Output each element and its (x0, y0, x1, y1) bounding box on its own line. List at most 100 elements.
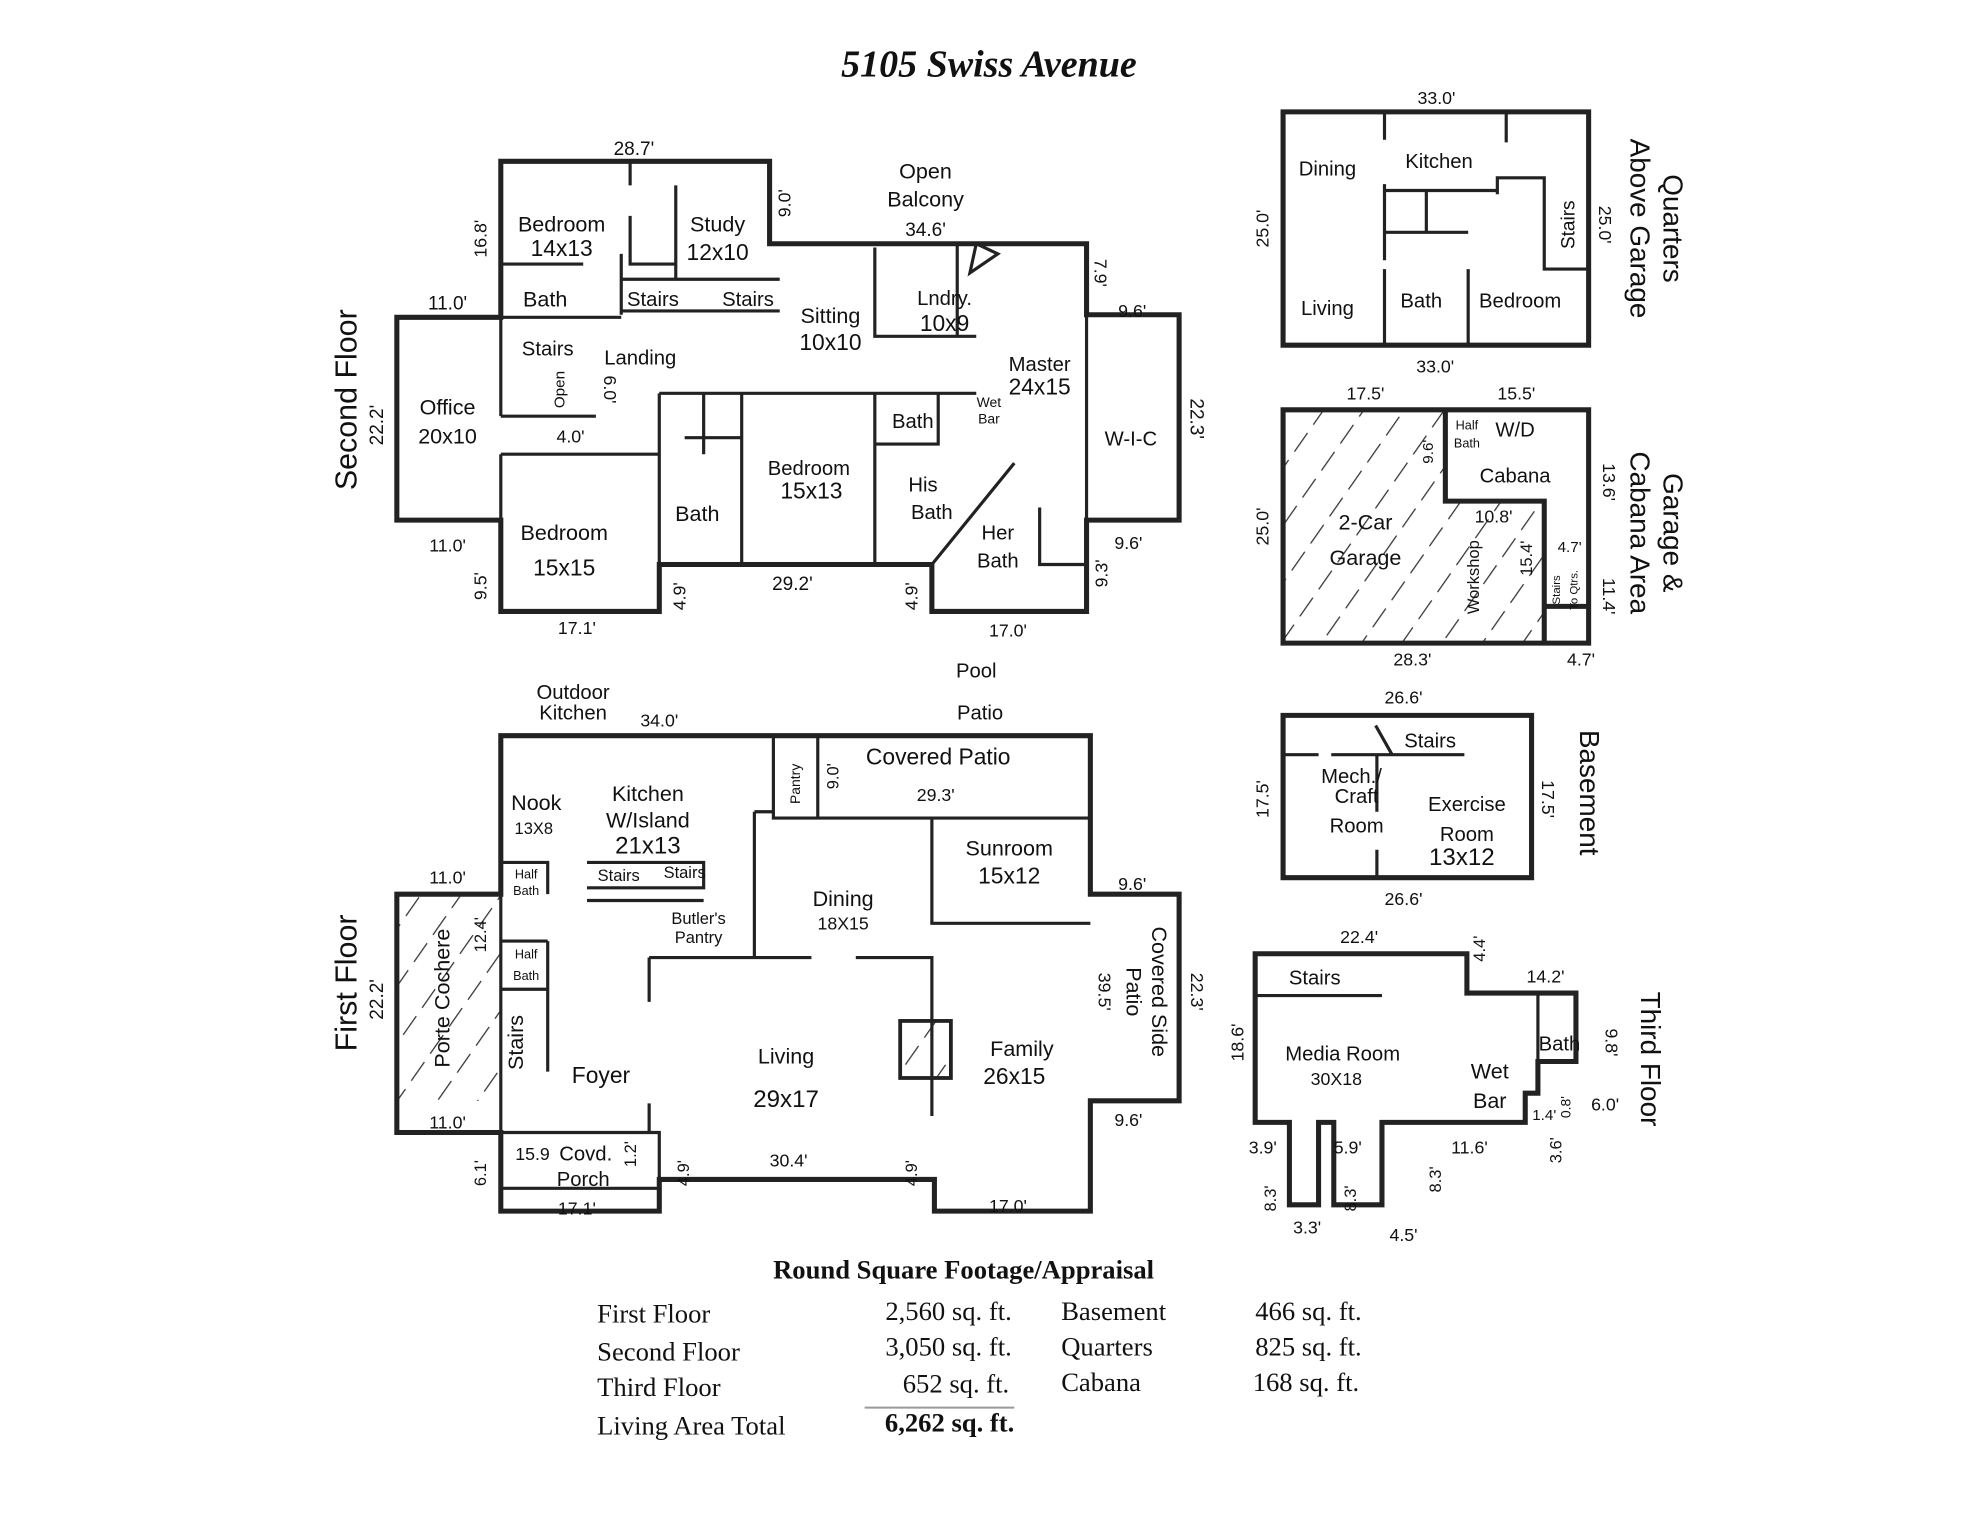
room-label: Basement (1574, 730, 1605, 856)
dimension-label: 4.7' (1567, 650, 1595, 670)
dimension-label: 22.2' (367, 979, 388, 1020)
dimension-label: 9.6' (1118, 301, 1146, 321)
room-label: Porte Cochere (429, 929, 454, 1068)
room-label: W/D (1495, 420, 1534, 442)
room-label: Outdoor (536, 682, 609, 704)
room-label: Living (1301, 298, 1354, 320)
room-label: Bedroom (518, 212, 605, 237)
room-label: To Qtrs. (1569, 570, 1581, 610)
room-label: Craft (1335, 786, 1379, 808)
dimension-label: 17.1' (558, 1199, 596, 1219)
room-label: Bath (1539, 1033, 1581, 1055)
labels: 28.7'OpenBalcony34.6'9.0'Bedroom14x13Stu… (330, 88, 1689, 1245)
dimension-label: 8.3' (1342, 1185, 1360, 1211)
dimension-label: 14x13 (531, 235, 593, 261)
dimension-label: 39.5' (1094, 973, 1114, 1011)
room-label: Room (1440, 824, 1494, 846)
dimension-label: 34.6' (905, 220, 946, 241)
dimension-label: 25.0' (1253, 508, 1273, 546)
room-label: Wet (1471, 1059, 1509, 1084)
footage-total-label: Living Area Total (597, 1410, 785, 1440)
room-label: Mech./ (1321, 766, 1382, 788)
room-label: Exercise (1428, 794, 1506, 816)
room-label: Covered Patio (866, 744, 1011, 770)
room-label: Dining (1299, 159, 1356, 181)
dimension-label: 11.0' (429, 868, 466, 888)
dimension-label: 4.4' (1471, 936, 1489, 962)
dimension-label: 15.9 (515, 1144, 550, 1164)
dimension-label: 11.0' (429, 535, 466, 555)
dimension-label: 20x10 (418, 423, 477, 448)
dimension-label: 25.0' (1253, 210, 1273, 248)
dimension-label: 0.8' (1558, 1096, 1574, 1118)
dimension-label: 22.3' (1186, 398, 1207, 439)
footage-value: 168 sq. ft. (1253, 1367, 1359, 1397)
dimension-label: 9.6' (1118, 874, 1146, 894)
room-label: Bedroom (768, 458, 850, 480)
room-label: Second Floor (330, 309, 364, 490)
footage-value: 2,560 sq. ft. (885, 1296, 1011, 1326)
room-label: Bath (911, 502, 953, 524)
dimension-label: 28.7' (614, 139, 655, 160)
dimension-label: 11.4' (1599, 578, 1619, 615)
dimension-label: 16.8' (470, 220, 490, 258)
room-label: Half (515, 867, 538, 881)
dimension-label: 30X18 (1311, 1069, 1362, 1089)
room-label: W-I-C (1105, 429, 1158, 451)
dimension-label: 12x10 (687, 239, 749, 265)
dimension-label: 21x13 (615, 833, 681, 860)
dimension-label: 33.0' (1418, 88, 1456, 108)
room-label: Stairs (722, 289, 774, 311)
room-label: Kitchen (539, 702, 607, 724)
dimension-label: 30.4' (770, 1150, 808, 1170)
footage-label: First Floor (597, 1299, 710, 1329)
wall-segment (1382, 111, 1589, 346)
fireplace (898, 1019, 953, 1080)
room-label: Half (515, 947, 538, 961)
dimension-label: 17.5' (1253, 780, 1273, 818)
room-label: Bath (1400, 290, 1442, 312)
wall-segment (1252, 951, 1579, 1208)
footage-label: Quarters (1061, 1332, 1153, 1362)
dimension-label: 22.4' (1340, 927, 1378, 947)
room-label: His (908, 474, 937, 496)
dimension-label: 22.3' (1187, 973, 1207, 1011)
room-label: Nook (511, 790, 562, 815)
dimension-label: 9.0' (825, 763, 843, 789)
dimension-label: 17.0' (989, 620, 1027, 640)
dimension-label: 4.7' (1558, 539, 1582, 556)
wall-segment (499, 161, 1089, 567)
dimension-label: 9.8' (1601, 1028, 1621, 1056)
room-label: First Floor (330, 914, 364, 1051)
footage-label: Cabana (1061, 1367, 1141, 1397)
room-label: Sunroom (965, 835, 1052, 860)
room-label: Covd. (559, 1144, 612, 1166)
dimension-label: 9.6' (1114, 1110, 1142, 1130)
room-label: Stairs (1559, 200, 1580, 249)
dimension-label: 17.0' (989, 1196, 1027, 1216)
dimension-label: 18X15 (817, 913, 868, 933)
dimension-label: 25.0' (1595, 206, 1615, 244)
room-label: Living (758, 1043, 814, 1068)
room-label: Pantry (787, 764, 803, 804)
dimension-label: 6.0' (600, 376, 620, 404)
dimension-label: 10x9 (920, 310, 969, 336)
dimension-label: 17.1' (558, 618, 596, 638)
footage-label: Second Floor (597, 1337, 740, 1367)
room-label: Bedroom (1479, 290, 1561, 312)
room-label: Sitting (801, 303, 861, 328)
footage-label: Third Floor (597, 1372, 721, 1402)
dimension-label: 1.2' (622, 1141, 640, 1167)
room-label: Cabana (1480, 465, 1552, 487)
footage-value: 652 sq. ft. (903, 1368, 1009, 1398)
footage-value: 825 sq. ft. (1255, 1332, 1361, 1362)
dimension-label: 15x15 (533, 555, 595, 581)
dimension-label: 11.0' (429, 1112, 466, 1132)
dimension-label: 17.5' (1347, 383, 1385, 403)
room-label: Stairs (522, 339, 574, 361)
dimension-label: 33.0' (1416, 357, 1454, 377)
room-label: Pool (956, 661, 997, 683)
room-label: Covered Side (1147, 926, 1172, 1057)
